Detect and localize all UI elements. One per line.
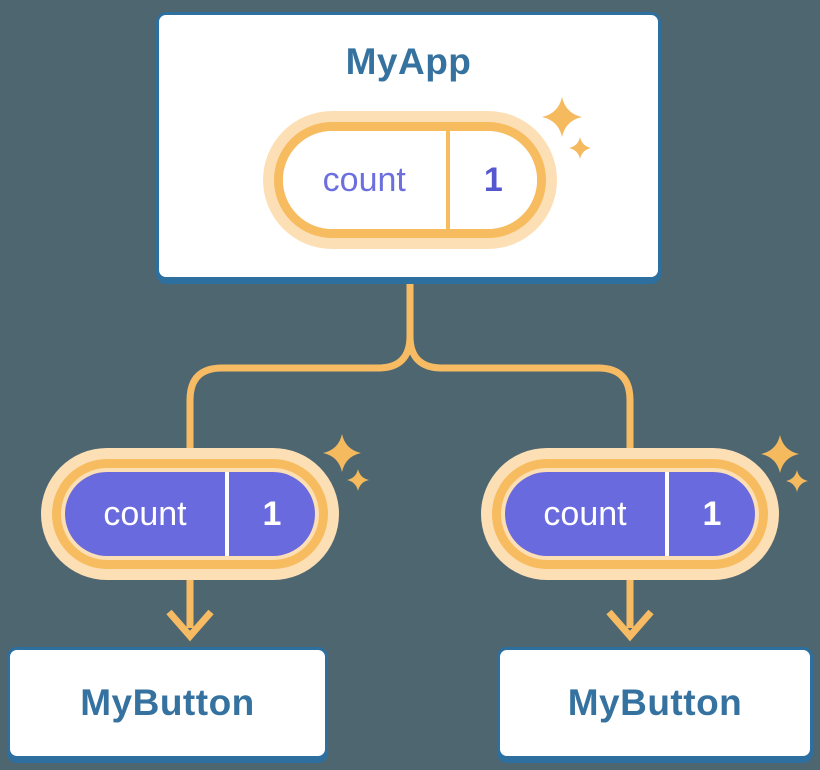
props-pill-body: count 1	[505, 472, 755, 556]
root-component-label: MyApp	[345, 41, 472, 82]
prop-value: 1	[262, 494, 282, 533]
connector-root-to-right	[406, 275, 634, 470]
props-pill-right: count 1	[492, 459, 768, 569]
pill-divider	[445, 131, 450, 229]
state-name: count	[322, 160, 406, 199]
pill-divider	[225, 472, 229, 556]
child-component-card-right: MyButton	[497, 647, 813, 759]
props-pill-left: count 1	[52, 459, 328, 569]
child-component-label: MyButton	[80, 682, 255, 723]
state-value: 1	[483, 160, 503, 199]
child-component-card-left: MyButton	[7, 647, 328, 759]
state-pill-body: count 1	[283, 131, 537, 229]
prop-value: 1	[702, 494, 722, 533]
arrow-right-head	[606, 609, 654, 642]
props-pill-body: count 1	[65, 472, 315, 556]
connector-root-to-left	[186, 275, 414, 470]
arrow-left-head	[166, 609, 214, 642]
child-component-label: MyButton	[567, 682, 743, 723]
prop-name: count	[103, 494, 187, 533]
prop-name: count	[543, 494, 627, 533]
state-pill: count 1	[274, 122, 546, 238]
pill-divider	[665, 472, 669, 556]
